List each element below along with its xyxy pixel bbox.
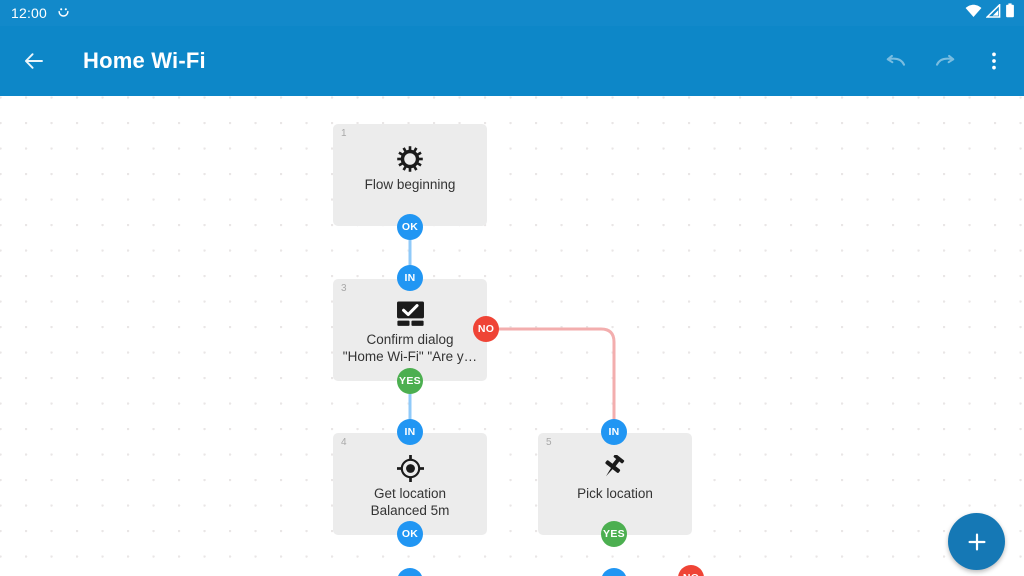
- status-clock: 12:00: [11, 5, 48, 21]
- app-bar-actions: [871, 26, 1018, 96]
- node-sublabel: "Home Wi-Fi" "Are y…: [342, 348, 478, 364]
- node-label: Get location: [373, 486, 447, 501]
- pushpin-icon: [601, 453, 629, 483]
- confirm-dialog-icon: [396, 299, 425, 329]
- add-block-fab[interactable]: [948, 513, 1005, 570]
- node4-badge-in[interactable]: IN: [397, 419, 423, 445]
- battery-icon: [1005, 3, 1015, 23]
- connector-wires: [408, 227, 616, 432]
- node1-badge-ok[interactable]: OK: [397, 214, 423, 240]
- plus-icon: [968, 533, 985, 550]
- flow-node-flow-beginning[interactable]: 1: [333, 124, 487, 226]
- back-button[interactable]: [6, 49, 62, 73]
- node-sublabel: Balanced 5m: [370, 502, 450, 518]
- overflow-menu-button[interactable]: [969, 37, 1018, 86]
- node-label: Flow beginning: [364, 177, 456, 192]
- flow-node-get-location-box[interactable]: 4 Get location Balanced 5m: [333, 433, 487, 535]
- status-bar: 12:00: [0, 0, 1024, 26]
- node3-badge-no[interactable]: NO: [473, 316, 499, 342]
- node3-badge-yes[interactable]: YES: [397, 368, 423, 394]
- undo-button[interactable]: [871, 37, 920, 86]
- node-number: 4: [341, 437, 347, 448]
- node4-badge-ok[interactable]: OK: [397, 521, 423, 547]
- gps-crosshair-icon: [396, 453, 424, 483]
- status-bar-icons: [965, 0, 1015, 26]
- node-label: Confirm dialog: [366, 332, 454, 347]
- redo-icon: [935, 54, 954, 66]
- node5-badge-no[interactable]: NO: [678, 565, 704, 576]
- cell-signal-icon: [985, 2, 1001, 23]
- more-vertical-icon: [991, 52, 996, 70]
- next-node-badge-in-right[interactable]: [601, 568, 627, 576]
- gear-icon: [396, 144, 424, 174]
- app-bar: Home Wi-Fi: [0, 26, 1024, 96]
- node-number: 1: [341, 128, 347, 139]
- node5-badge-yes[interactable]: YES: [601, 521, 627, 547]
- flow-canvas[interactable]: 1: [0, 96, 1024, 576]
- screen-rotate-icon: [56, 6, 71, 21]
- node5-badge-in[interactable]: IN: [601, 419, 627, 445]
- next-node-badge-in-left[interactable]: [397, 568, 423, 576]
- node-number: 5: [546, 437, 552, 448]
- undo-icon: [886, 54, 905, 66]
- node3-badge-in[interactable]: IN: [397, 265, 423, 291]
- wifi-icon: [965, 4, 982, 23]
- redo-button[interactable]: [920, 37, 969, 86]
- node-number: 3: [341, 283, 347, 294]
- page-title: Home Wi-Fi: [83, 48, 206, 73]
- node-label: Pick location: [577, 486, 653, 501]
- flow-node-confirm-dialog[interactable]: 3 Confirm dialog "Home Wi-Fi" "Are y…: [333, 279, 487, 381]
- flow-node-pick-location[interactable]: 5 Pick location: [538, 433, 692, 535]
- wire-node3-no-to-node5: [487, 327, 616, 426]
- arrow-left-icon: [24, 53, 43, 69]
